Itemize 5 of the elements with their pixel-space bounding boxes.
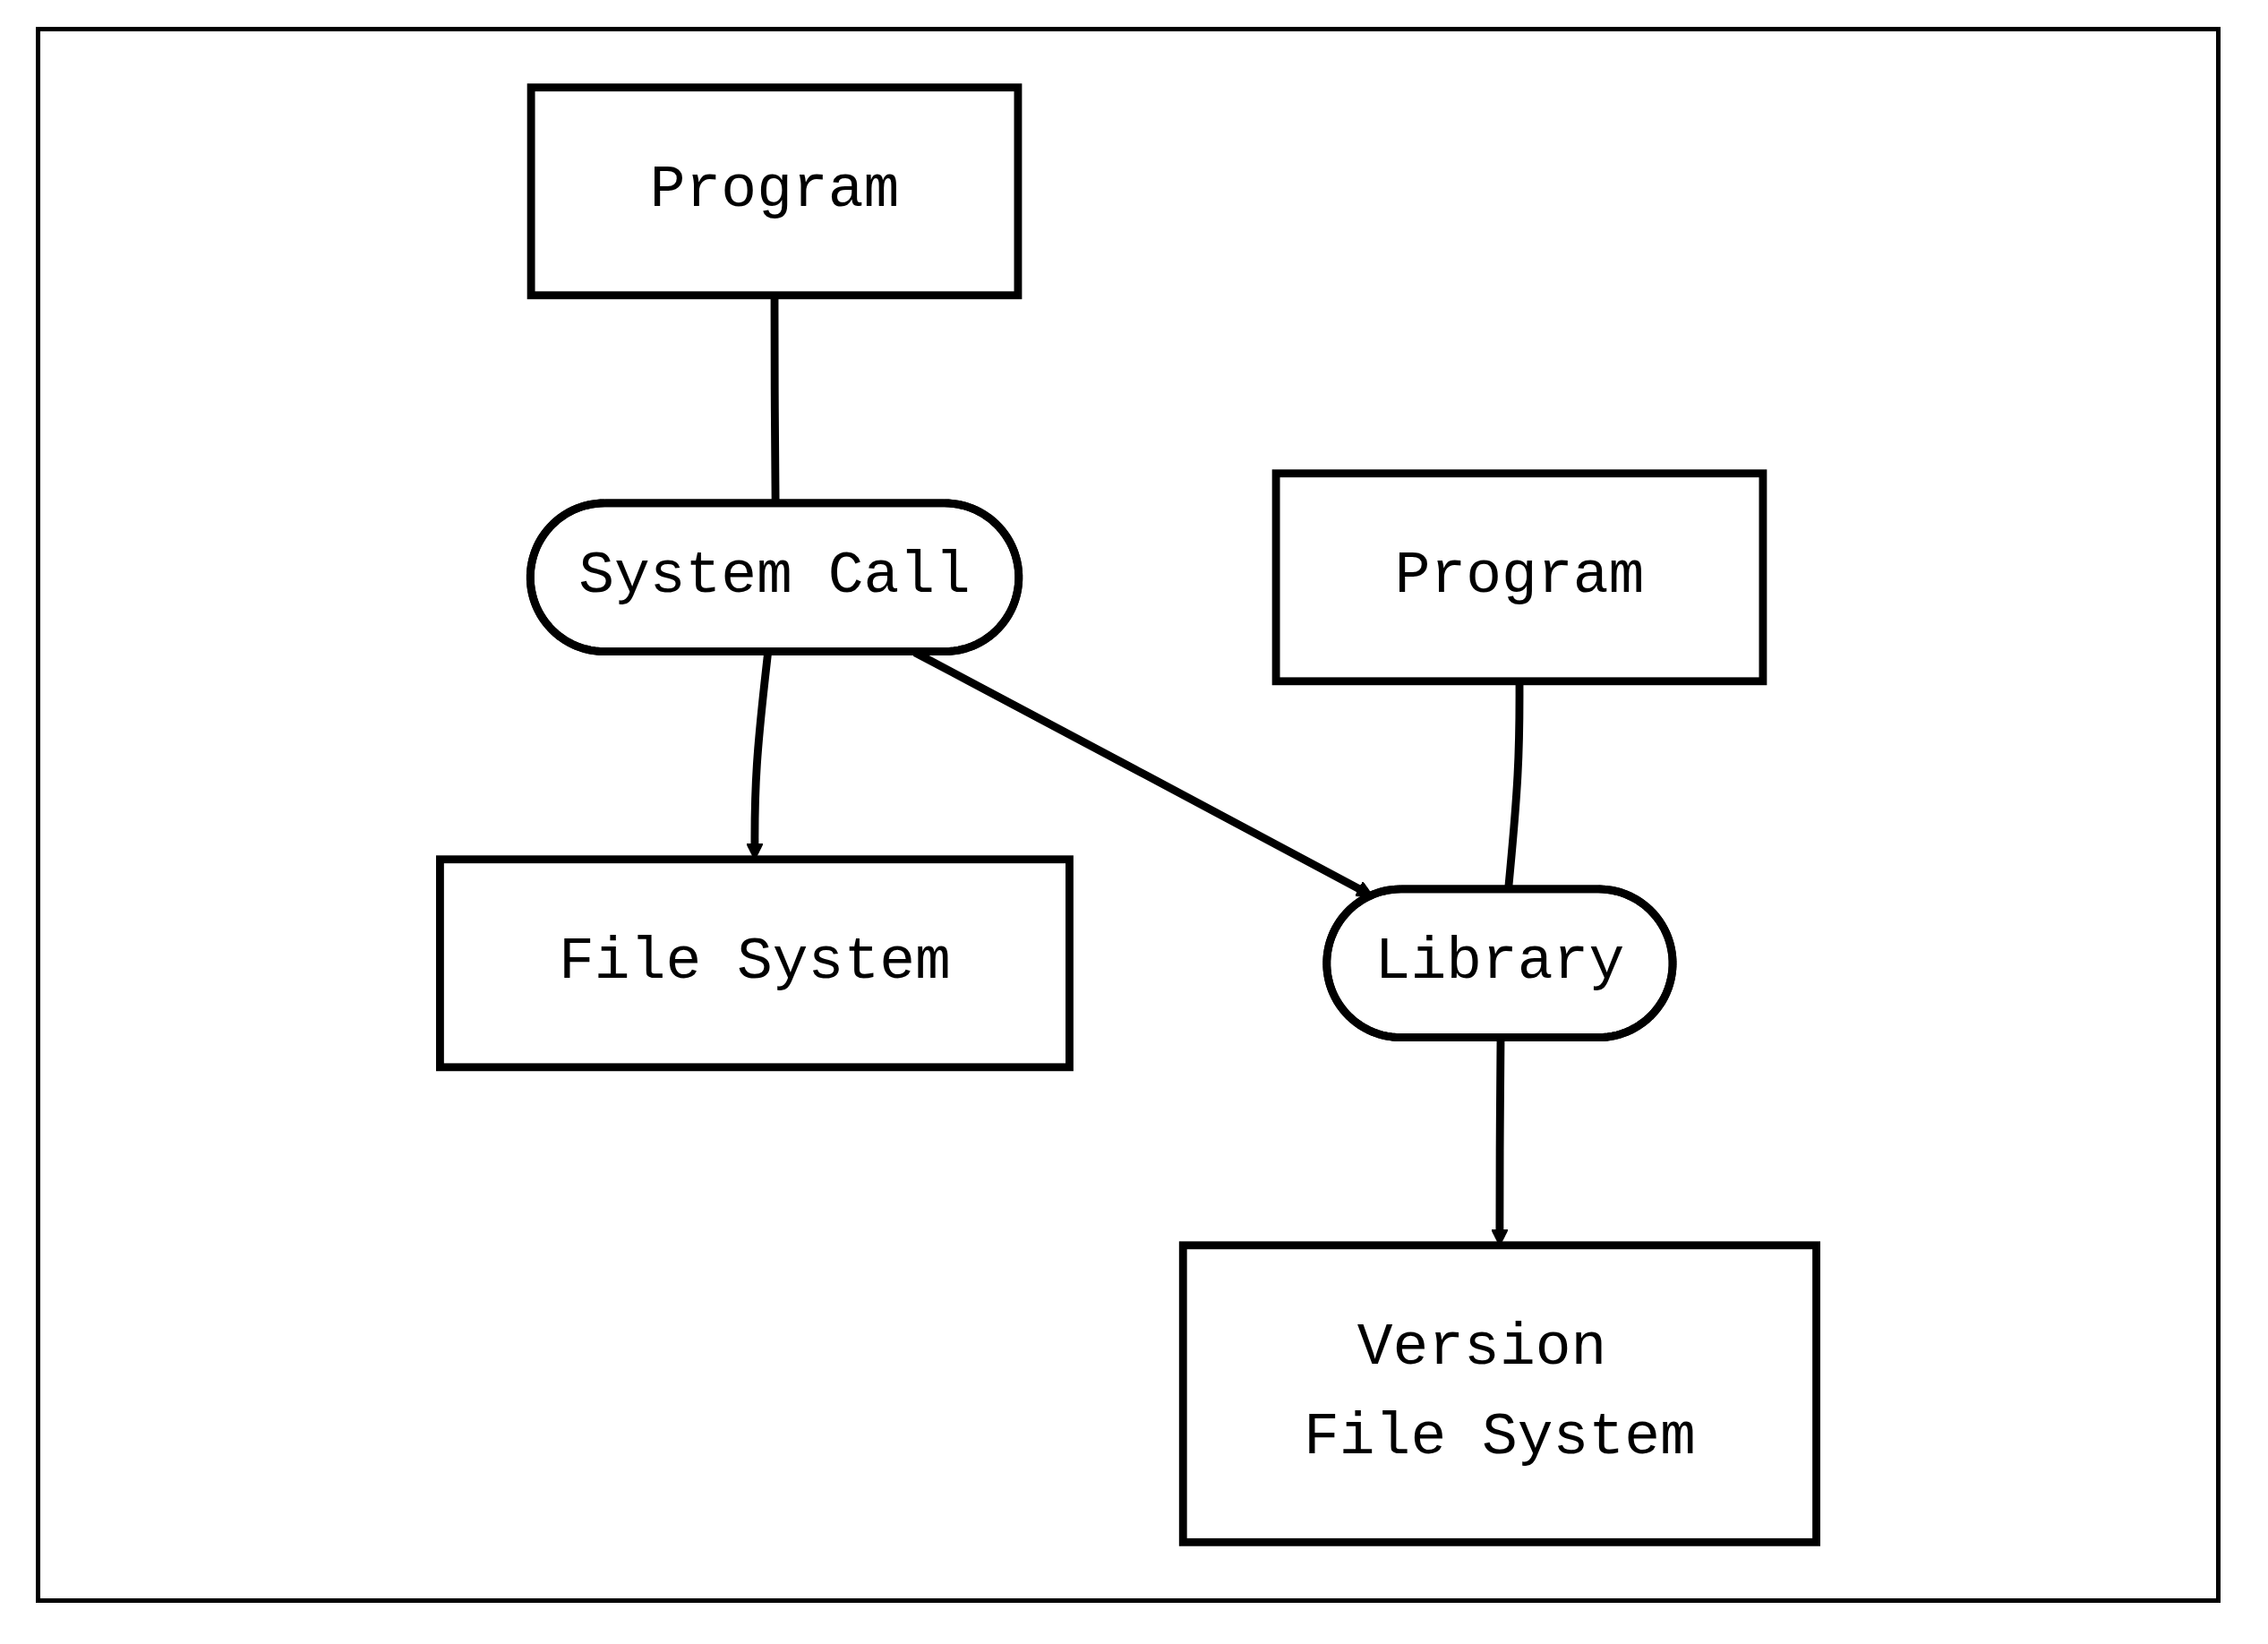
node-box: [1178, 1241, 1820, 1546]
frame-border: Program System Call File System Program Library Version File System: [36, 27, 2221, 1603]
node-box: [1271, 469, 1767, 686]
node-box: [526, 83, 1023, 300]
node-box: [436, 855, 1074, 1072]
